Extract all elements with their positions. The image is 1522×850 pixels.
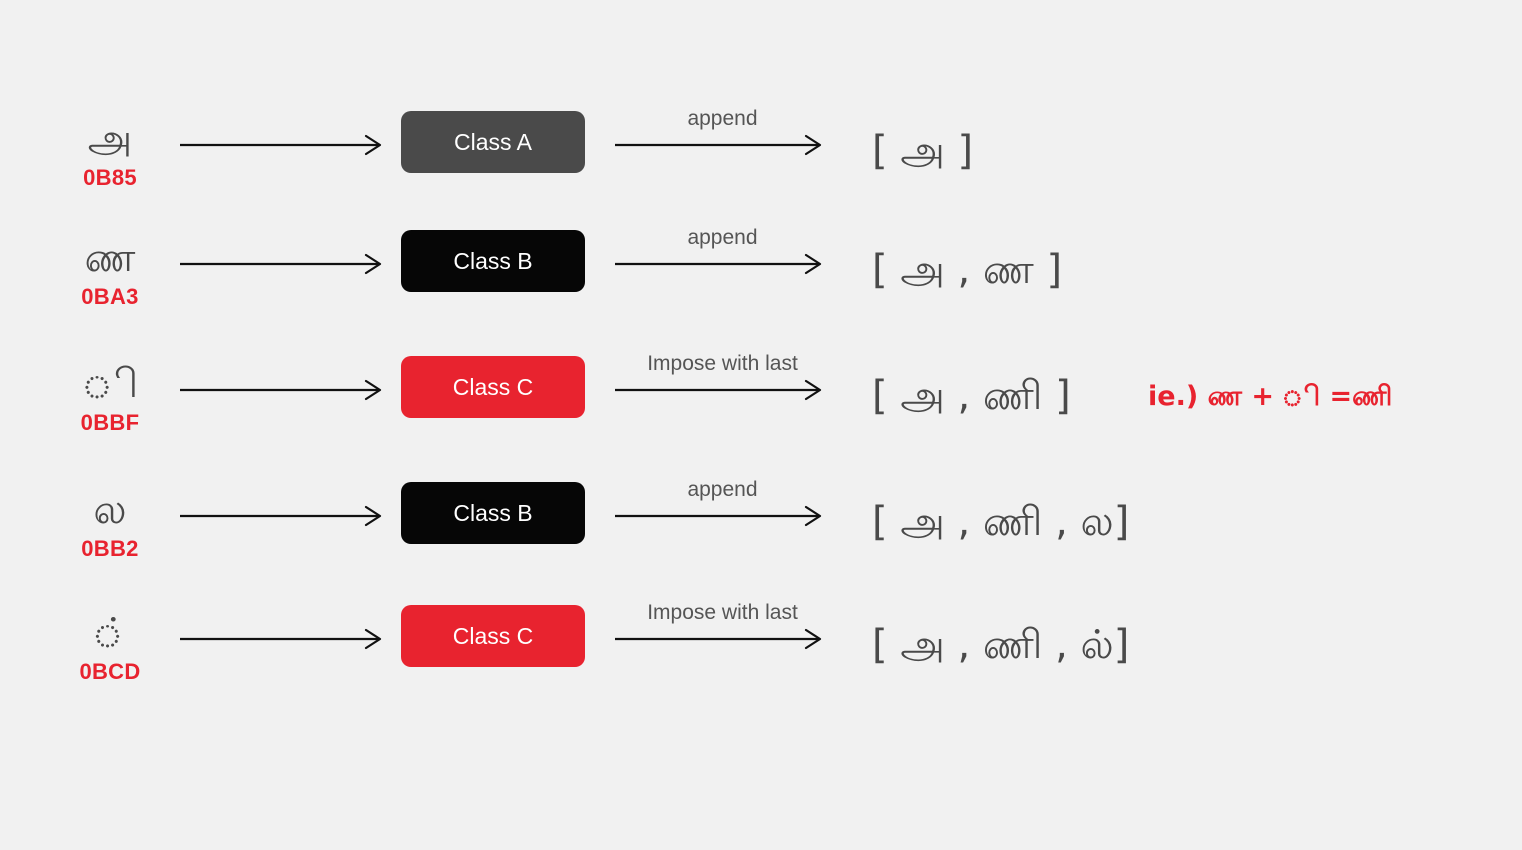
input-codepoint-label: 0BA3 [81, 284, 139, 309]
operation-label: Impose with last [647, 352, 798, 375]
output-array: [ அ ] [872, 127, 974, 174]
input-character-cell: ் 0BCD [40, 587, 180, 707]
input-glyph: ி [81, 361, 139, 407]
output-array: [ அ , ணி , ல] [872, 498, 1130, 545]
input-character-cell: அ 0B85 [40, 93, 180, 213]
input-character-cell: ல 0BB2 [40, 464, 180, 584]
class-box-label: Class C [452, 622, 534, 649]
pipeline-row-1: அ 0B85 Class A append [ அ ] [0, 93, 1522, 213]
class-box[interactable]: Class C [401, 356, 585, 418]
input-codepoint-label: 0BB2 [81, 536, 139, 561]
imposition-note: ie.) ண + ி =ணி [1148, 380, 1393, 412]
input-glyph: ல [93, 487, 127, 533]
class-box[interactable]: Class B [401, 230, 585, 292]
input-codepoint-label: 0BCD [79, 659, 141, 684]
classify-arrow [180, 627, 388, 667]
classify-arrow [180, 133, 388, 173]
class-box-label: Class B [453, 247, 533, 274]
classify-arrow [180, 504, 388, 544]
class-box-label: Class B [453, 499, 533, 526]
input-character-cell: ி 0BBF [40, 338, 180, 458]
operation-arrow: append [615, 107, 830, 173]
class-box[interactable]: Class C [401, 605, 585, 667]
class-box[interactable]: Class B [401, 482, 585, 544]
operation-label: append [687, 107, 758, 130]
output-array: [ அ , ண ] [872, 246, 1063, 293]
input-character-cell: ண 0BA3 [40, 212, 180, 332]
class-box[interactable]: Class A [401, 111, 585, 173]
input-glyph: ் [92, 610, 128, 656]
operation-arrow: append [615, 226, 830, 292]
input-codepoint-label: 0BBF [80, 410, 140, 435]
operation-label: append [687, 478, 758, 501]
operation-arrow: Impose with last [615, 601, 830, 667]
output-array: [ அ , ணி , ல்] [872, 621, 1130, 668]
classify-arrow [180, 378, 388, 418]
pipeline-row-2: ண 0BA3 Class B append [ அ , ண ] [0, 212, 1522, 332]
operation-label: append [687, 226, 758, 249]
input-glyph: ண [84, 235, 136, 281]
operation-arrow: append [615, 478, 830, 544]
pipeline-row-4: ல 0BB2 Class B append [ அ , ணி , ல] [0, 464, 1522, 584]
input-codepoint-label: 0B85 [83, 165, 137, 190]
pipeline-row-3: ி 0BBF Class C Impose with last [ அ , ணி… [0, 338, 1522, 458]
operation-arrow: Impose with last [615, 352, 830, 418]
input-glyph: அ [87, 116, 133, 162]
pipeline-row-5: ் 0BCD Class C Impose with last [ அ , ணி… [0, 587, 1522, 707]
classify-arrow [180, 252, 388, 292]
operation-label: Impose with last [647, 601, 798, 624]
output-array: [ அ , ணி ] [872, 372, 1071, 419]
class-box-label: Class A [454, 128, 532, 155]
class-box-label: Class C [452, 373, 534, 400]
